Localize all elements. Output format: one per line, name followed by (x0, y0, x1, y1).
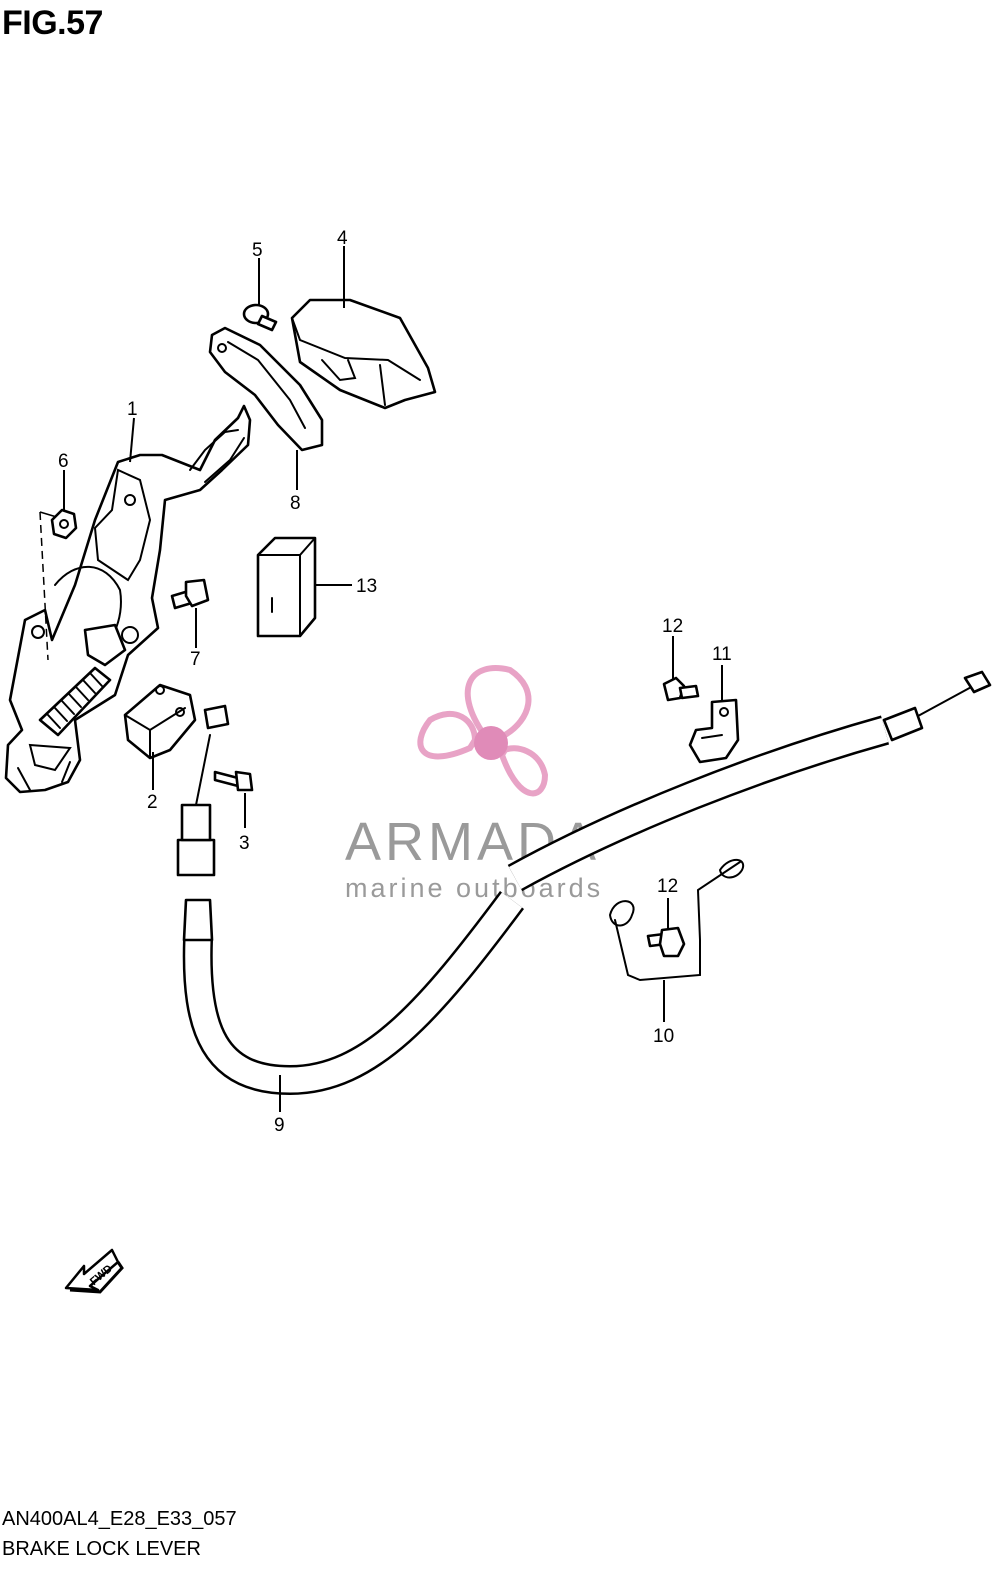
callout-4: 4 (337, 228, 348, 249)
lever-spring (38, 666, 112, 737)
callout-8: 8 (290, 493, 301, 514)
part-8-lever-plate (208, 326, 324, 452)
callout-13: 13 (356, 576, 377, 597)
forward-arrow-icon: FWD (64, 1248, 124, 1294)
part-10-wire-clip (608, 858, 745, 982)
part-5-screw (242, 303, 278, 332)
leader-lines (63, 246, 723, 1112)
part-12-bolt-lower (646, 926, 686, 958)
watermark: ARMADA marine outboards (345, 665, 603, 903)
watermark-tagline: marine outboards (345, 873, 603, 903)
part-1-lever-bracket (4, 404, 252, 794)
callout-5: 5 (252, 240, 263, 261)
callout-12-lower: 12 (657, 876, 678, 897)
part-7-bolt (170, 578, 210, 610)
callout-11: 11 (712, 644, 732, 665)
callout-1: 1 (127, 399, 138, 420)
figure-code: AN400AL4_E28_E33_057 (2, 1508, 237, 1530)
propeller-logo-icon (417, 665, 549, 797)
callout-2: 2 (147, 792, 158, 813)
figure-name: BRAKE LOCK LEVER (2, 1538, 201, 1560)
part-2-block-bracket (123, 683, 197, 760)
part-4-grip-cover (290, 298, 437, 410)
part-12-bolt-upper (662, 676, 700, 702)
callout-3: 3 (239, 833, 250, 854)
callout-9: 9 (274, 1115, 285, 1136)
part-13-pad (256, 536, 317, 638)
part-11-cable-clamp (688, 698, 740, 764)
callout-labels: 1 2 3 4 5 6 7 8 9 10 11 12 12 13 (58, 228, 732, 1136)
callout-10: 10 (653, 1026, 674, 1047)
callout-7: 7 (190, 649, 201, 670)
part-6-nut (50, 508, 78, 540)
part-3-bolt (213, 770, 254, 792)
callout-12: 12 (662, 616, 683, 637)
callout-6: 6 (58, 451, 69, 472)
figure-title: FIG.57 (2, 4, 103, 42)
part-9-brake-cable (176, 670, 992, 1096)
